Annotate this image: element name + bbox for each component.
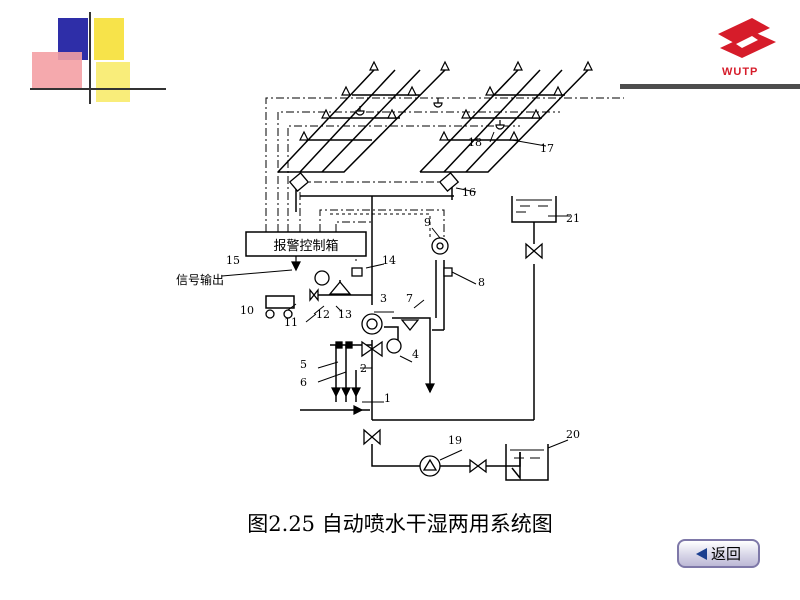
decor-vertical-line — [89, 12, 91, 104]
callout-numbers: 1 2 3 4 5 6 7 8 9 10 11 12 13 14 15 16 1… — [226, 136, 580, 447]
logo-text: WUTP — [722, 66, 759, 78]
callout-10: 10 — [240, 304, 254, 317]
callout-9: 9 — [424, 216, 431, 229]
callout-16: 16 — [462, 186, 476, 199]
callout-4: 4 — [412, 348, 419, 361]
header-divider — [620, 84, 800, 89]
callout-5: 5 — [300, 358, 307, 371]
decor-yellow-block-small — [96, 62, 130, 102]
callout-6: 6 — [300, 376, 307, 389]
callout-2: 2 — [360, 362, 367, 375]
callout-21: 21 — [566, 212, 580, 225]
callout-18: 18 — [468, 136, 482, 149]
signal-output-label: 信号输出 — [176, 272, 224, 287]
flow-arrows — [291, 256, 435, 415]
decor-yellow-block — [94, 18, 124, 60]
callout-leaders — [276, 131, 570, 461]
back-button[interactable]: 返回 — [677, 539, 760, 568]
callout-3: 3 — [380, 292, 387, 305]
callout-12: 12 — [316, 308, 330, 321]
wutp-logo — [718, 18, 776, 58]
decor-horizontal-line — [30, 88, 166, 90]
callout-14: 14 — [382, 254, 396, 267]
callout-11: 11 — [284, 316, 298, 329]
callout-7: 7 — [406, 292, 413, 305]
pipe-network — [265, 69, 589, 481]
callout-13: 13 — [338, 308, 352, 321]
alarm-control-box — [245, 231, 367, 257]
decor-red-block — [32, 52, 82, 90]
callout-20: 20 — [566, 428, 580, 441]
back-button-label: 返回 — [710, 545, 741, 563]
components — [265, 171, 543, 477]
callout-19: 19 — [448, 434, 462, 447]
callout-8: 8 — [478, 276, 485, 289]
tank-water — [510, 199, 552, 459]
alarm-box-label: 报警控制箱 — [273, 238, 338, 254]
figure-caption: 图2.25 自动喷水干湿两用系统图 — [247, 512, 553, 536]
callout-17: 17 — [540, 142, 554, 155]
callout-15: 15 — [226, 254, 240, 267]
callout-1: 1 — [384, 392, 391, 405]
back-arrow-icon — [695, 547, 707, 560]
